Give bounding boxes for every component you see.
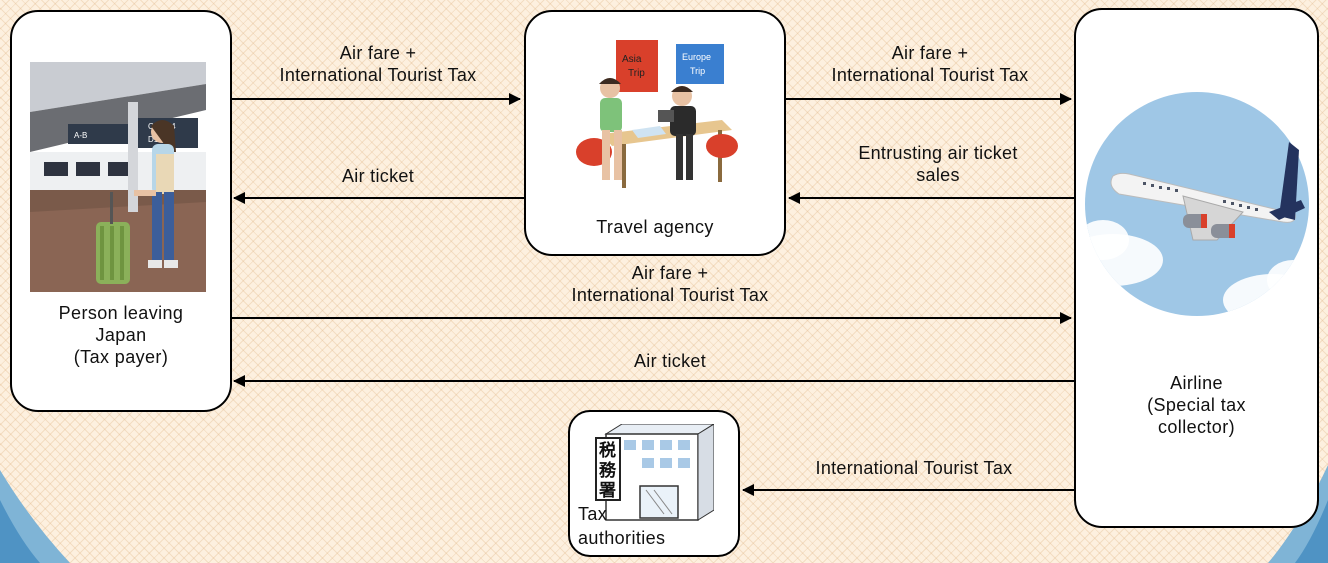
travel-agency-node: Asia Trip Europe Trip Travel agency (524, 10, 786, 256)
airline-label-line-2: (Special tax (1147, 395, 1246, 415)
kanji-3: 署 (598, 481, 616, 501)
agency-label: Travel agency (596, 217, 714, 237)
person-label-line-3: (Tax payer) (73, 347, 169, 367)
poster-left-line-1: Asia (622, 54, 642, 65)
airplane-illustration (1085, 92, 1309, 316)
label-airline-to-agency-line-2: sales (916, 165, 960, 185)
tax-office-building-icon: 税 務 署 (595, 424, 714, 521)
poster-right-line-2: Trip (690, 66, 705, 76)
tax-label-line-1: Tax (578, 504, 608, 524)
label-agency-to-airline: Air fare + International Tourist Tax (788, 42, 1072, 86)
kanji-2: 務 (599, 460, 617, 481)
tax-authorities-node: 税 務 署 Tax authorities (568, 410, 740, 557)
kanji-1: 税 (599, 440, 616, 461)
airline-node: Airline (Special tax collector) (1074, 8, 1319, 528)
poster-right-line-1: Europe (682, 52, 711, 62)
label-person-to-agency: Air fare + International Tourist Tax (236, 42, 520, 86)
left-corner-swoosh-dark (0, 500, 40, 563)
sign-left-text: A-B (74, 131, 87, 140)
label-agency-to-airline-line-1: Air fare + (891, 43, 969, 63)
poster-left-line-2: Trip (628, 68, 645, 79)
label-airline-to-agency: Entrusting air ticket sales (796, 142, 1080, 186)
label-person-to-agency-line-2: International Tourist Tax (279, 65, 477, 85)
label-airline-to-tax: International Tourist Tax (766, 457, 1062, 479)
label-person-to-airline-line-1: Air fare + (631, 263, 709, 283)
airline-label-line-3: collector) (1157, 417, 1236, 437)
person-node: A-B C1-C14 D1-D6 Person leaving Japan (T… (10, 10, 232, 412)
tax-label-line-2: authorities (578, 528, 666, 548)
label-airline-to-person-line-1: Air ticket (633, 351, 706, 371)
label-airline-to-agency-line-1: Entrusting air ticket (858, 143, 1018, 163)
right-corner-swoosh-dark (1295, 500, 1328, 563)
person-label-line-1: Person leaving (58, 303, 184, 323)
label-airline-to-person: Air ticket (520, 350, 820, 372)
label-person-to-airline: Air fare + International Tourist Tax (520, 262, 820, 306)
person-label-line-2: Japan (95, 325, 147, 345)
label-agency-to-airline-line-2: International Tourist Tax (831, 65, 1029, 85)
label-airline-to-tax-line-1: International Tourist Tax (815, 458, 1013, 478)
label-person-to-agency-line-1: Air fare + (339, 43, 417, 63)
label-agency-to-person: Air ticket (236, 165, 520, 187)
label-agency-to-person-line-1: Air ticket (341, 166, 414, 186)
airport-traveler-illustration: A-B C1-C14 D1-D6 (30, 62, 206, 292)
airline-label-line-1: Airline (1170, 373, 1223, 393)
travel-agency-illustration: Asia Trip Europe Trip (576, 40, 738, 188)
label-person-to-airline-line-2: International Tourist Tax (571, 285, 769, 305)
